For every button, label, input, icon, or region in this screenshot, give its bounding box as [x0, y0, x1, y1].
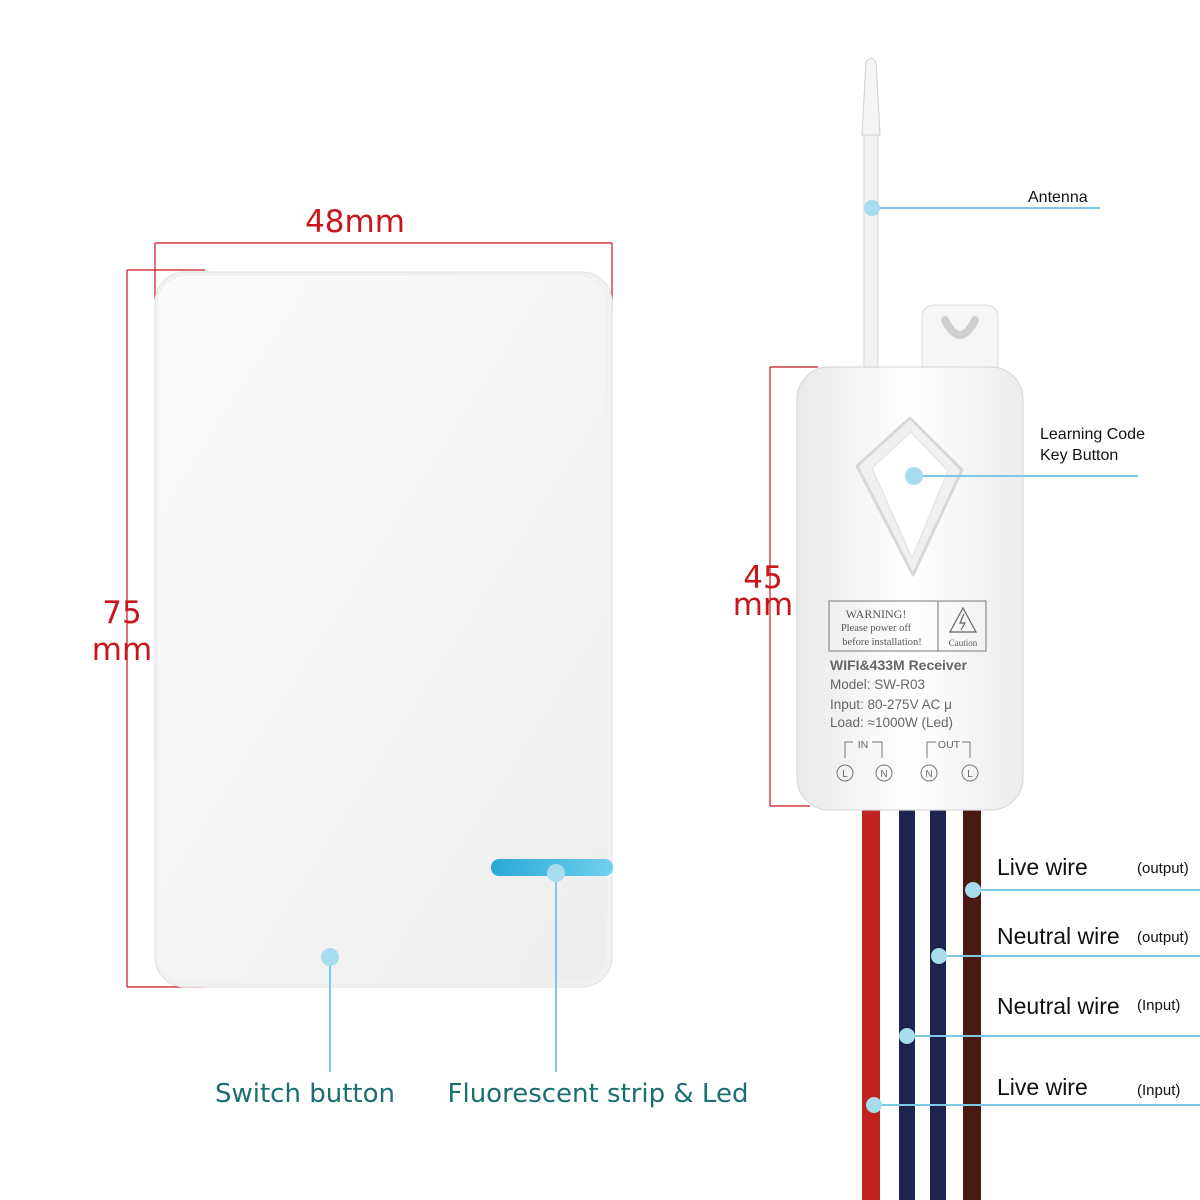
wire-name: Neutral wire [997, 923, 1120, 949]
antenna-rod [863, 129, 879, 381]
height-value: 75 [102, 595, 141, 631]
callout-dot [965, 882, 981, 898]
wire-direction: (output) [1137, 860, 1189, 877]
spec-load: Load: ≈1000W (Led) [830, 715, 953, 730]
wire-name: Live wire [997, 1074, 1088, 1100]
out-label: OUT [938, 739, 961, 751]
spec-model: Model: SW-R03 [830, 677, 925, 692]
switch-panel-group: 48mm 75 mm Switch button Fluorescent str… [92, 204, 749, 1109]
antenna-label: Antenna [1028, 189, 1088, 206]
warning-label: WARNING! Please power off before install… [828, 600, 987, 652]
live-input-wire [862, 810, 880, 1200]
learning-key[interactable] [855, 416, 964, 577]
receiver-body [796, 366, 1024, 811]
wire-direction: (output) [1137, 929, 1189, 946]
warning-title: WARNING! [846, 607, 907, 621]
receiver-height-unit: mm [733, 587, 793, 623]
warning-line-2: before installation! [842, 637, 922, 648]
receiver-height-value: 45 [743, 560, 782, 596]
terminal-pin [920, 764, 938, 782]
height-unit: mm [92, 632, 152, 668]
hook-slot [941, 316, 979, 339]
callout-learning-key: Learning Code Key Button [905, 426, 1145, 485]
switch-button-face[interactable] [158, 276, 606, 982]
terminal-pin [961, 764, 979, 782]
callout-dot [905, 467, 923, 485]
height-dimension: 75 mm [92, 269, 205, 988]
antenna-tip [861, 58, 881, 136]
learning-label-1: Learning Code [1040, 426, 1145, 443]
wire-callout-neutral-input: Neutral wire (Input) [899, 993, 1200, 1044]
receiver-group: WARNING! Please power off before install… [733, 58, 1200, 1200]
wire-name: Live wire [997, 854, 1088, 880]
terminal-block: IN OUT L N N L [836, 739, 979, 782]
wire-callout-neutral-output: Neutral wire (output) [931, 923, 1200, 964]
antenna [861, 58, 881, 381]
neutral-input-wire [899, 810, 915, 1200]
neutral-output-wire [930, 810, 946, 1200]
learning-key-button[interactable] [871, 430, 949, 560]
callout-switch-button: Switch button [215, 948, 395, 1109]
learning-label-2: Key Button [1040, 447, 1118, 464]
wire-callout-live-output: Live wire (output) [965, 854, 1200, 898]
terminal-pin-label: N [925, 769, 932, 780]
callout-dot [931, 948, 947, 964]
switch-button-label: Switch button [215, 1079, 395, 1109]
warning-line-1: Please power off [841, 623, 912, 634]
mounting-hook [921, 304, 999, 376]
callout-dot [321, 948, 339, 966]
strip-led-label: Fluorescent strip & Led [448, 1079, 749, 1109]
in-label: IN [858, 739, 869, 751]
wire-name: Neutral wire [997, 993, 1120, 1019]
receiver-height-dimension: 45 mm [733, 366, 818, 807]
live-output-wire [963, 810, 981, 1200]
callout-antenna: Antenna [864, 189, 1100, 216]
wire-bundle [862, 810, 981, 1200]
terminal-pin-label: L [842, 769, 848, 780]
wire-direction: (Input) [1137, 997, 1180, 1014]
wire-direction: (Input) [1137, 1082, 1180, 1099]
warning-triangle-icon [948, 606, 978, 633]
callout-dot [866, 1097, 882, 1113]
caution-text: Caution [949, 638, 978, 648]
width-label: 48mm [305, 204, 405, 240]
terminal-pin [875, 764, 893, 782]
spec-block: WIFI&433M Receiver Model: SW-R03 Input: … [830, 657, 967, 730]
callout-dot [864, 200, 880, 216]
wire-callout-live-input: Live wire (Input) [866, 1074, 1200, 1113]
lightning-icon [959, 613, 967, 631]
callout-dot [547, 864, 565, 882]
terminal-pin-label: L [967, 769, 973, 780]
width-dimension: 48mm [154, 204, 613, 312]
spec-title: WIFI&433M Receiver [830, 657, 967, 673]
callout-strip-led: Fluorescent strip & Led [448, 864, 749, 1109]
spec-input: Input: 80-275V AC μ [830, 697, 952, 712]
terminal-pin-label: N [880, 769, 887, 780]
terminal-pin [836, 764, 854, 782]
callout-dot [899, 1028, 915, 1044]
